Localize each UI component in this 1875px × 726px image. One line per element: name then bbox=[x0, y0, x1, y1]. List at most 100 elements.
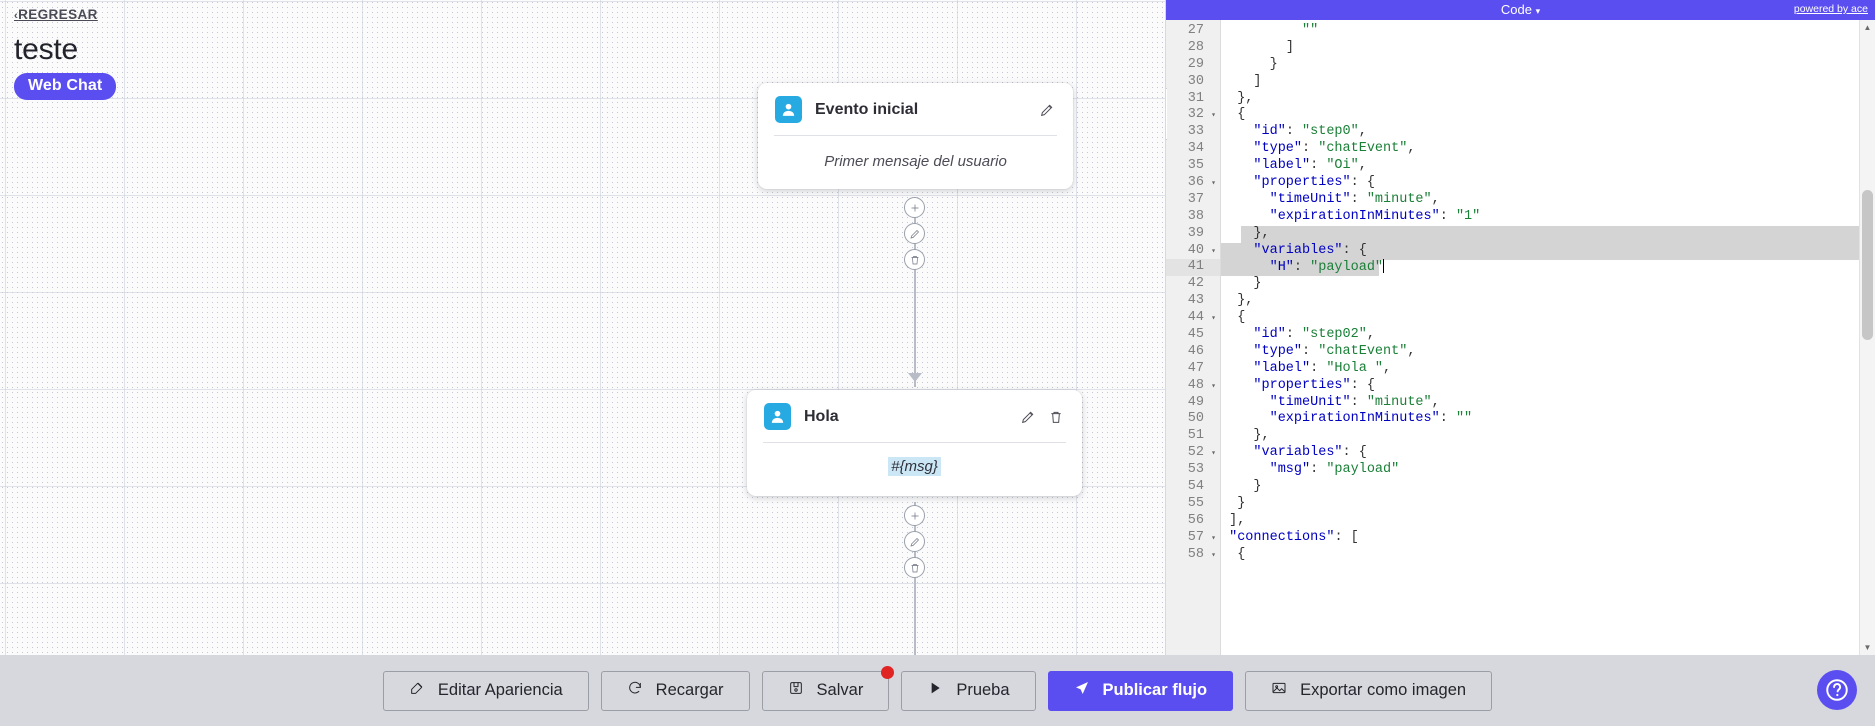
code-line[interactable]: "type": "chatEvent", bbox=[1221, 141, 1859, 158]
code-line[interactable]: "timeUnit": "minute", bbox=[1221, 395, 1859, 412]
code-line[interactable]: } bbox=[1221, 479, 1859, 496]
code-line[interactable]: } bbox=[1221, 496, 1859, 513]
code-line[interactable]: { bbox=[1221, 107, 1859, 124]
collapse-panel-button[interactable] bbox=[1166, 88, 1167, 140]
edit-connector-button[interactable] bbox=[904, 531, 925, 552]
gutter-line-number[interactable]: 55 bbox=[1187, 495, 1204, 511]
code-line[interactable]: }, bbox=[1221, 293, 1859, 310]
code-line[interactable]: "variables": { bbox=[1221, 445, 1859, 462]
gutter-line-number[interactable]: 45 bbox=[1187, 327, 1204, 343]
gutter-line-number[interactable]: 47 bbox=[1187, 360, 1204, 376]
edit-icon[interactable] bbox=[1018, 407, 1038, 427]
back-link[interactable]: ‹REGRESAR bbox=[14, 7, 98, 22]
gutter-line-number[interactable]: 30 bbox=[1187, 73, 1204, 89]
code-line[interactable]: "id": "step02", bbox=[1221, 327, 1859, 344]
code-line[interactable]: }, bbox=[1221, 428, 1859, 445]
code-line[interactable]: "variables": { bbox=[1221, 243, 1859, 260]
editor-lines[interactable]: "" ] } ] }, { "id": "step0", "type": "ch… bbox=[1221, 20, 1859, 655]
code-line[interactable]: } bbox=[1221, 57, 1859, 74]
editor-vertical-scrollbar[interactable]: ▲ ▼ bbox=[1859, 20, 1875, 655]
edit-connector-button[interactable] bbox=[904, 223, 925, 244]
publicar-flujo-button[interactable]: Publicar flujo bbox=[1047, 670, 1234, 711]
code-line[interactable]: "msg": "payload" bbox=[1221, 462, 1859, 479]
gutter-line-number[interactable]: 41 bbox=[1166, 259, 1220, 277]
recargar-button[interactable]: Recargar bbox=[600, 670, 750, 711]
flow-node-hola[interactable]: Hola #{msg} bbox=[747, 390, 1082, 496]
gutter-line-number[interactable]: 34 bbox=[1187, 141, 1204, 157]
salvar-button[interactable]: Salvar bbox=[761, 665, 895, 711]
add-step-button[interactable] bbox=[904, 505, 925, 526]
gutter-line-number[interactable]: 37 bbox=[1187, 191, 1204, 207]
trash-icon[interactable] bbox=[1046, 407, 1066, 427]
gutter-line-number[interactable]: 40▾ bbox=[1166, 243, 1220, 260]
gutter-line-number[interactable]: 57▾ bbox=[1166, 530, 1220, 547]
code-line[interactable]: { bbox=[1221, 547, 1859, 564]
gutter-line-number[interactable]: 29 bbox=[1187, 56, 1204, 72]
code-line[interactable]: "type": "chatEvent", bbox=[1221, 344, 1859, 361]
gutter-line-number[interactable]: 31 bbox=[1187, 90, 1204, 106]
code-line[interactable]: "" bbox=[1221, 23, 1859, 40]
add-step-button[interactable] bbox=[904, 197, 925, 218]
fold-toggle-icon[interactable]: ▾ bbox=[1211, 449, 1216, 459]
gutter-line-number[interactable]: 46 bbox=[1187, 343, 1204, 359]
gutter-line-number[interactable]: 44▾ bbox=[1166, 310, 1220, 327]
scrollbar-thumb[interactable] bbox=[1862, 190, 1873, 340]
code-line[interactable]: "expirationInMinutes": "1" bbox=[1221, 209, 1859, 226]
gutter-line-number[interactable]: 48▾ bbox=[1166, 378, 1220, 395]
ace-credit-link[interactable]: powered by ace bbox=[1793, 3, 1868, 15]
gutter-line-number[interactable]: 53 bbox=[1187, 462, 1204, 478]
gutter-line-number[interactable]: 33 bbox=[1187, 124, 1204, 140]
gutter-line-number[interactable]: 42 bbox=[1187, 276, 1204, 292]
gutter-line-number[interactable]: 56 bbox=[1187, 512, 1204, 528]
code-line[interactable]: "H": "payload" bbox=[1221, 259, 1859, 276]
fold-toggle-icon[interactable]: ▾ bbox=[1211, 314, 1216, 324]
fold-toggle-icon[interactable]: ▾ bbox=[1211, 111, 1216, 121]
code-line[interactable]: "label": "Oi", bbox=[1221, 158, 1859, 175]
flow-canvas[interactable]: ‹REGRESAR teste Web Chat Evento inicial … bbox=[0, 0, 1165, 655]
code-line[interactable]: "expirationInMinutes": "" bbox=[1221, 411, 1859, 428]
gutter-line-number[interactable]: 49 bbox=[1187, 394, 1204, 410]
fold-toggle-icon[interactable]: ▾ bbox=[1211, 381, 1216, 391]
code-line[interactable]: ] bbox=[1221, 74, 1859, 91]
scroll-down-arrow[interactable]: ▼ bbox=[1863, 643, 1872, 652]
code-line[interactable]: ] bbox=[1221, 40, 1859, 57]
delete-connector-button[interactable] bbox=[904, 557, 925, 578]
code-line[interactable]: "label": "Hola ", bbox=[1221, 361, 1859, 378]
scroll-up-arrow[interactable]: ▲ bbox=[1863, 23, 1872, 32]
code-line[interactable]: }, bbox=[1221, 226, 1859, 243]
fold-toggle-icon[interactable]: ▾ bbox=[1211, 246, 1216, 256]
code-line[interactable]: ], bbox=[1221, 513, 1859, 530]
code-line[interactable]: { bbox=[1221, 310, 1859, 327]
gutter-line-number[interactable]: 51 bbox=[1187, 428, 1204, 444]
gutter-line-number[interactable]: 52▾ bbox=[1166, 445, 1220, 462]
prueba-button[interactable]: Prueba bbox=[901, 670, 1036, 711]
editar-apariencia-button[interactable]: Editar Apariencia bbox=[382, 670, 589, 711]
gutter-line-number[interactable]: 36▾ bbox=[1166, 175, 1220, 192]
gutter-line-number[interactable]: 28 bbox=[1187, 39, 1204, 55]
code-line[interactable]: "properties": { bbox=[1221, 378, 1859, 395]
gutter-line-number[interactable]: 54 bbox=[1187, 479, 1204, 495]
gutter-line-number[interactable]: 27 bbox=[1187, 23, 1204, 38]
delete-connector-button[interactable] bbox=[904, 249, 925, 270]
code-line[interactable]: }, bbox=[1221, 91, 1859, 108]
gutter-line-number[interactable]: 35 bbox=[1187, 158, 1204, 174]
help-button[interactable] bbox=[1817, 670, 1857, 710]
code-line[interactable]: } bbox=[1221, 276, 1859, 293]
fold-toggle-icon[interactable]: ▾ bbox=[1211, 533, 1216, 543]
code-line[interactable]: "properties": { bbox=[1221, 175, 1859, 192]
fold-toggle-icon[interactable]: ▾ bbox=[1211, 179, 1216, 189]
code-line[interactable]: "connections": [ bbox=[1221, 530, 1859, 547]
gutter-line-number[interactable]: 39 bbox=[1187, 225, 1204, 241]
code-line[interactable]: "timeUnit": "minute", bbox=[1221, 192, 1859, 209]
fold-toggle-icon[interactable]: ▾ bbox=[1211, 550, 1216, 560]
gutter-line-number[interactable]: 38 bbox=[1187, 208, 1204, 224]
gutter-line-number[interactable]: 43 bbox=[1187, 293, 1204, 309]
code-panel-title-wrap[interactable]: Code ▾ bbox=[1166, 2, 1875, 17]
gutter-line-number[interactable]: 50 bbox=[1187, 411, 1204, 427]
gutter-line-number[interactable]: 58▾ bbox=[1166, 547, 1220, 564]
edit-icon[interactable] bbox=[1037, 100, 1057, 120]
code-line[interactable]: "id": "step0", bbox=[1221, 124, 1859, 141]
flow-node-evento-inicial[interactable]: Evento inicial Primer mensaje del usuari… bbox=[758, 83, 1073, 189]
